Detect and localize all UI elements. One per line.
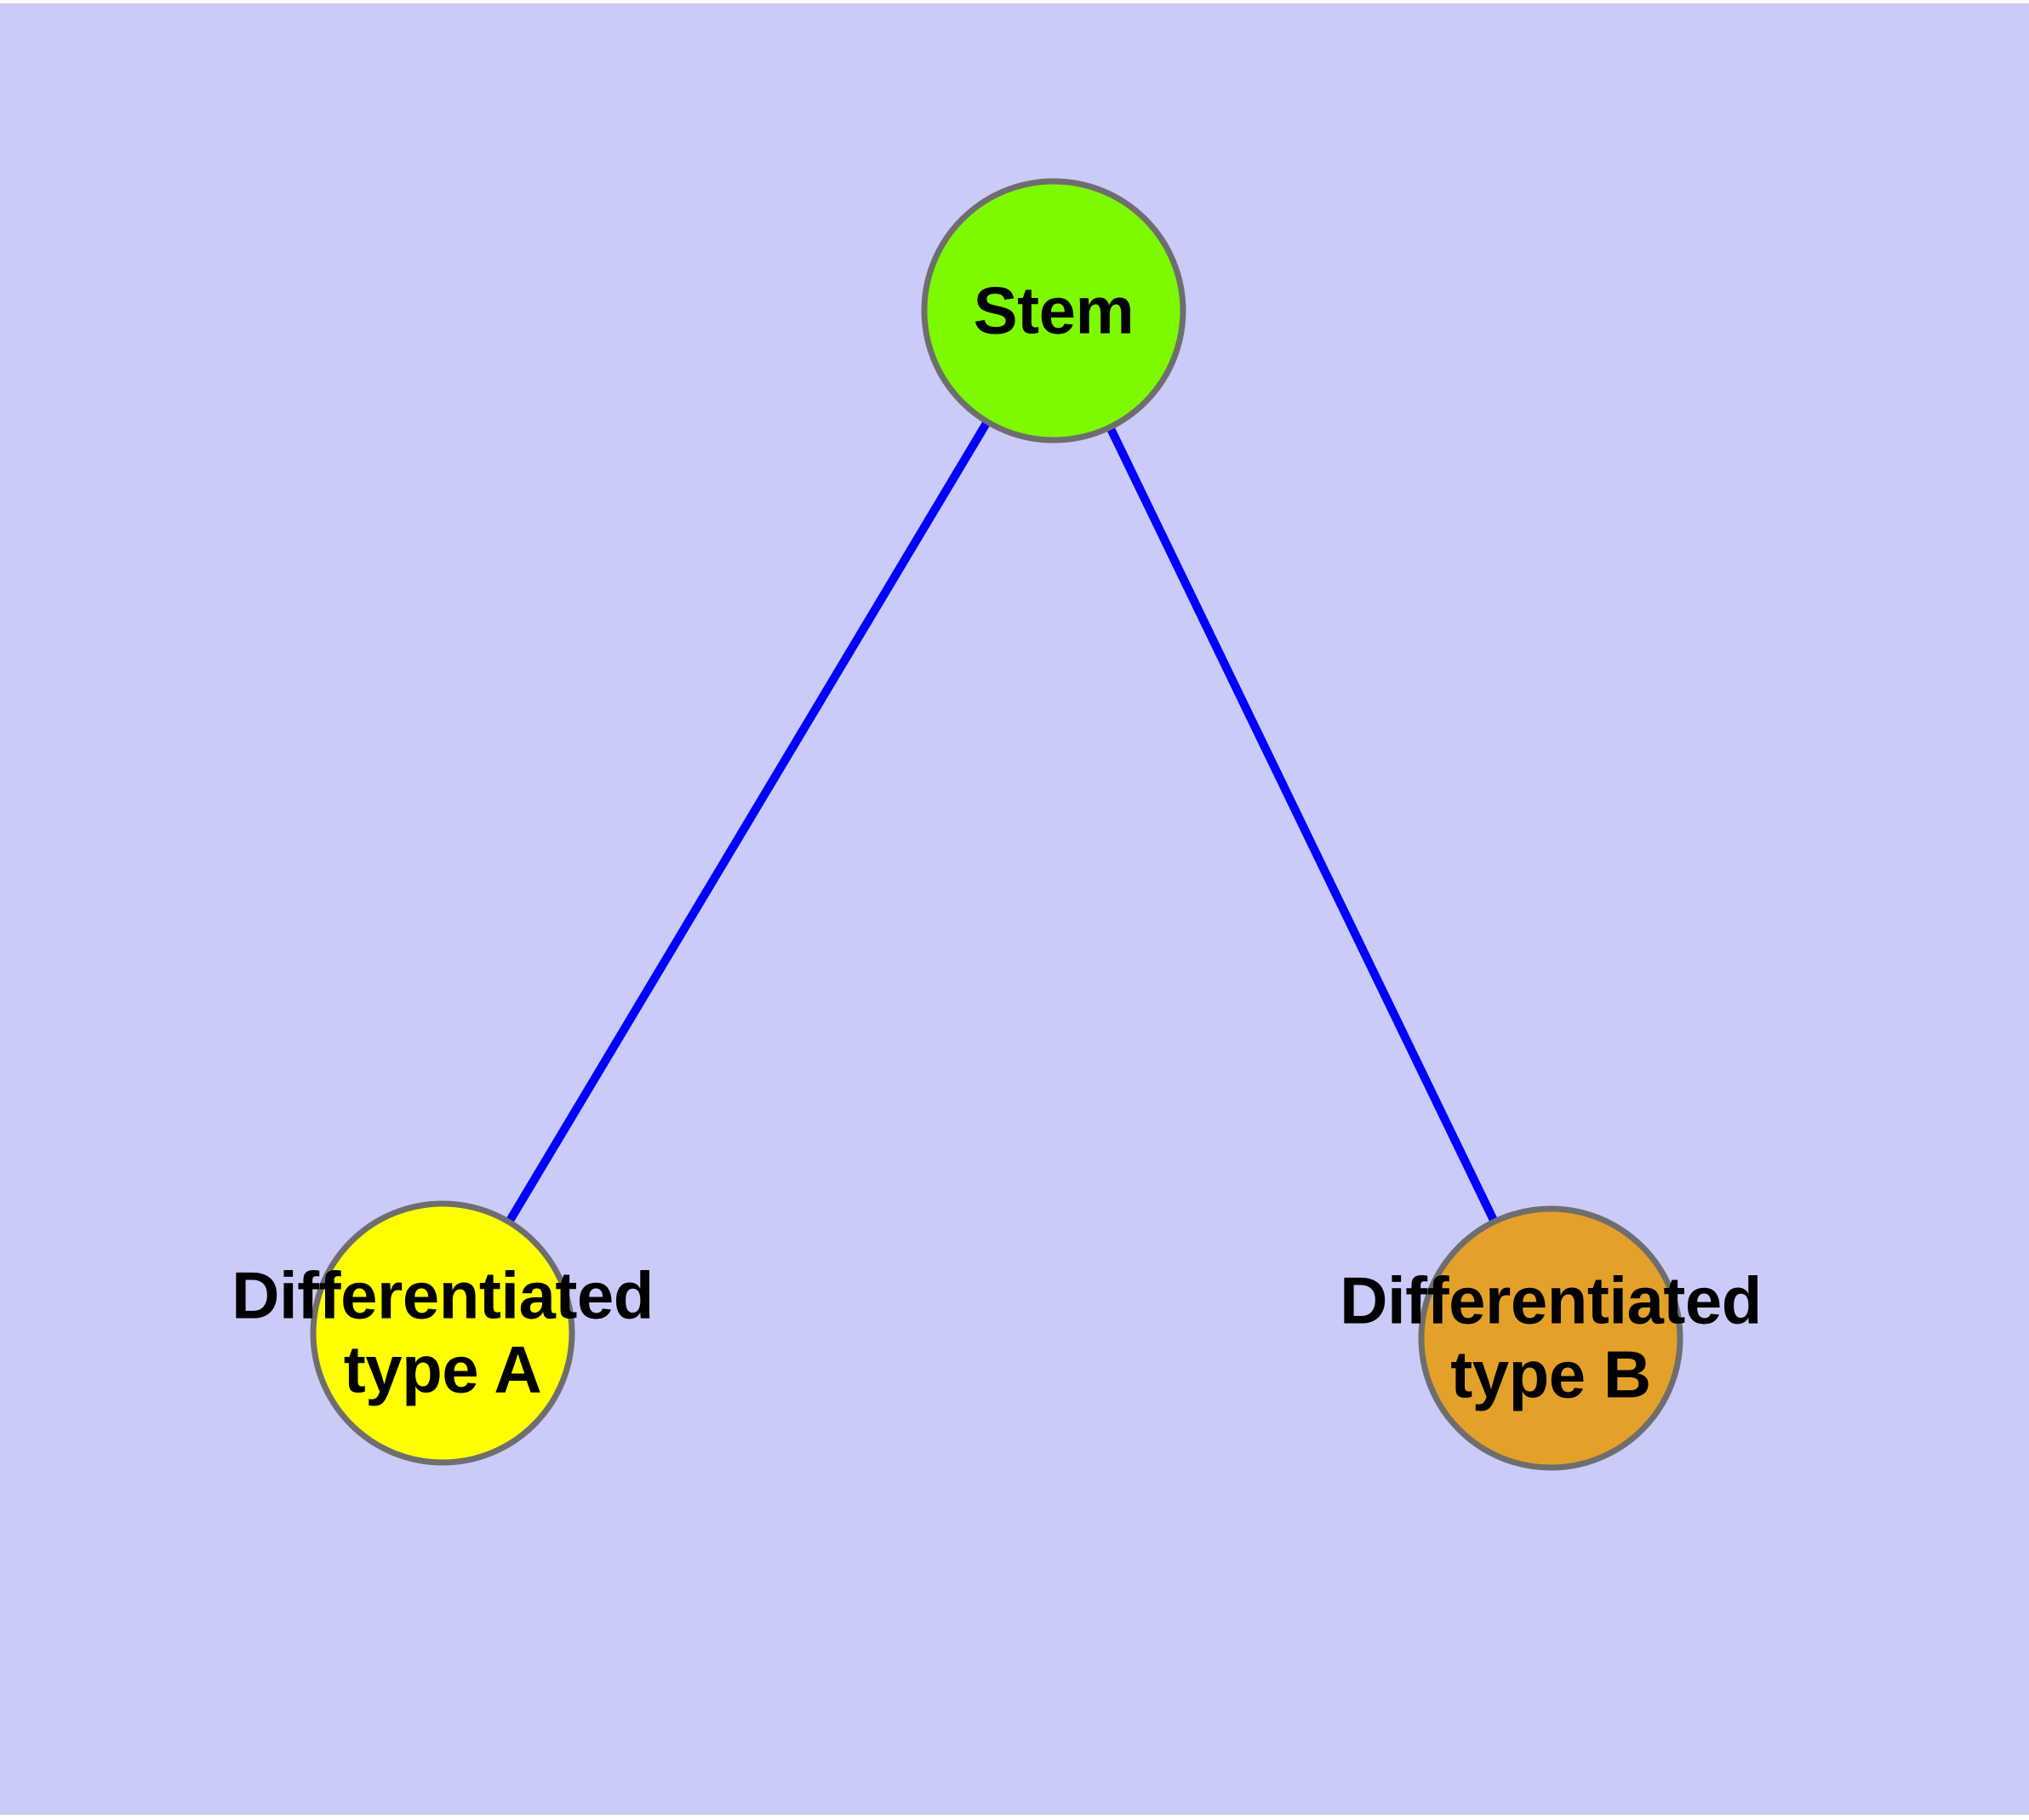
edge-layer bbox=[505, 419, 1499, 1225]
node-differentiated-type-b[interactable] bbox=[1418, 1205, 1683, 1471]
node-layer bbox=[310, 178, 1683, 1471]
edge-stem-diff-a bbox=[505, 419, 992, 1225]
node-stem[interactable] bbox=[921, 178, 1186, 444]
node-differentiated-type-a[interactable] bbox=[310, 1200, 575, 1466]
edge-stem-diff-b bbox=[1106, 425, 1499, 1224]
